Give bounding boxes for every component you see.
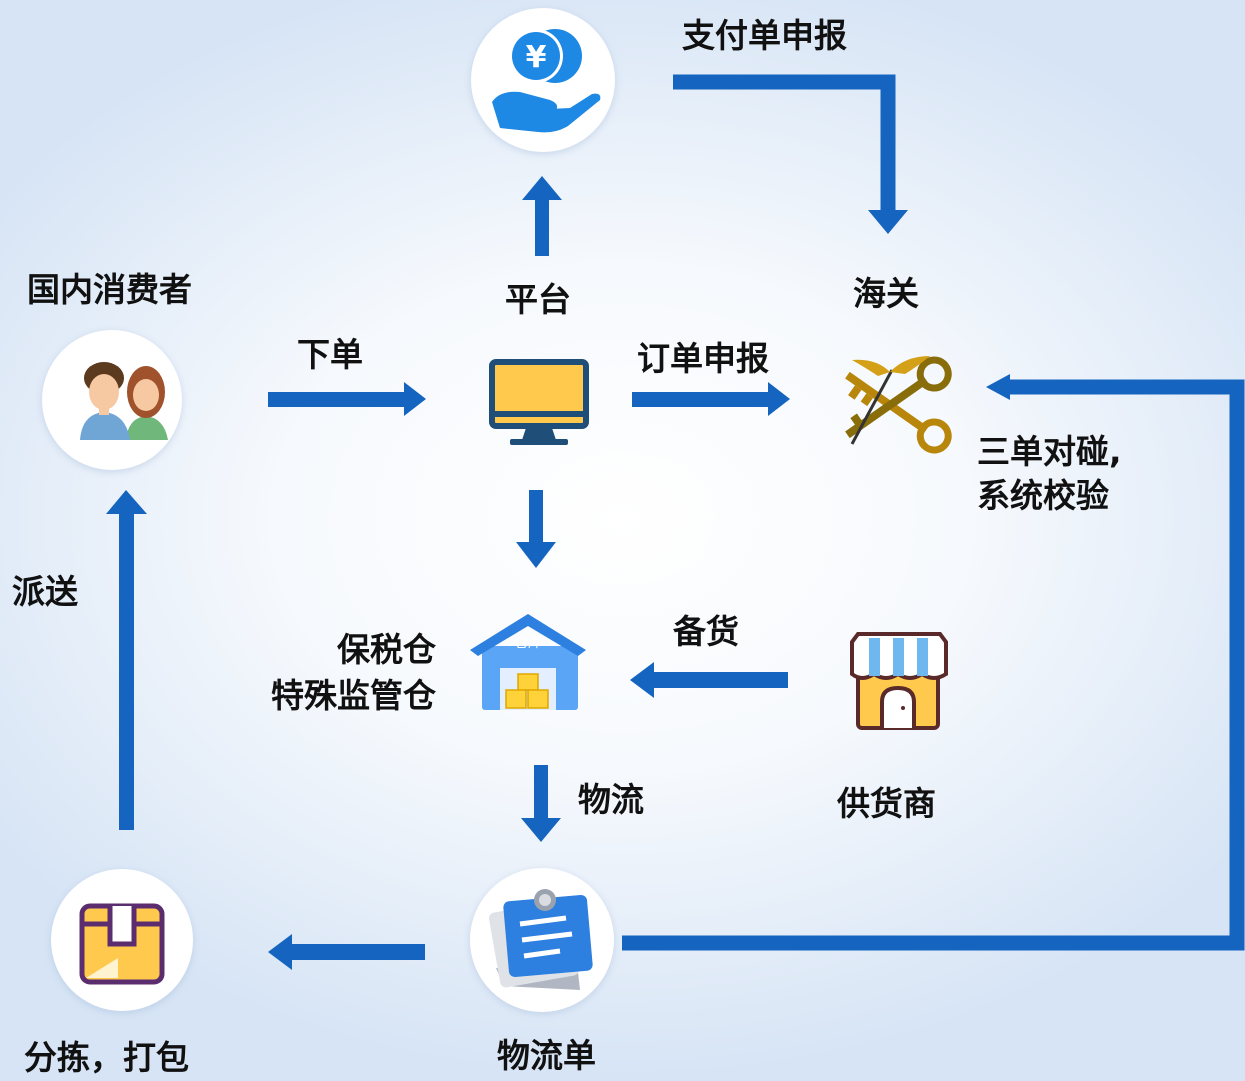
label-three-bill-check-line1: 三单对碰,: [977, 432, 1122, 471]
label-order-declaration: 订单申报: [637, 339, 769, 378]
arrowhead-payment-to-customs: [868, 210, 908, 234]
package-box-icon: [51, 869, 193, 1011]
shop-icon: [850, 632, 948, 730]
customs-emblem-icon: [845, 356, 952, 454]
arrowhead-platform-to-warehouse: [516, 542, 556, 568]
arrow-waybill-to-sorting: [288, 944, 425, 960]
arrow-platform-to-warehouse: [529, 490, 543, 545]
label-three-bill-check-line2: 系统校验: [977, 476, 1109, 515]
label-place-order: 下单: [297, 335, 363, 374]
arrow-place-order: [268, 392, 408, 407]
label-platform: 平台: [505, 280, 571, 319]
label-payment-declaration: 支付单申报: [682, 16, 847, 55]
arrowhead-waybill-to-sorting: [268, 934, 292, 970]
computer-icon: [489, 359, 589, 445]
arrowhead-order-declaration: [768, 382, 790, 416]
label-special-supervision-warehouse: 特殊监管仓: [271, 676, 436, 715]
label-supplier: 供货商: [837, 784, 936, 823]
svg-text:¥: ¥: [526, 40, 547, 75]
payment-icon: ¥: [471, 8, 615, 152]
arrowhead-place-order: [404, 382, 426, 416]
label-waybill: 物流单: [497, 1036, 596, 1075]
arrowhead-dispatch: [106, 490, 147, 514]
arrowhead-logistics: [521, 818, 561, 842]
arrow-dispatch: [119, 512, 134, 830]
arrow-platform-to-payment: [535, 198, 549, 256]
arrow-three-bill-check: [622, 379, 1245, 951]
arrowhead-stock-up: [630, 662, 654, 698]
label-dispatch: 派送: [12, 572, 78, 611]
arrow-stock-up: [650, 672, 788, 688]
warehouse-icon: 仓库: [470, 614, 586, 710]
label-bonded-warehouse: 保税仓: [337, 630, 436, 669]
arrowhead-three-bill-check: [986, 374, 1010, 400]
logistics-note-icon: [470, 868, 614, 1012]
label-sorting-packing: 分拣，打包: [24, 1038, 189, 1077]
arrow-payment-to-customs: [673, 74, 896, 218]
label-consumer: 国内消费者: [27, 270, 192, 309]
arrow-logistics: [534, 765, 548, 820]
label-logistics: 物流: [578, 780, 644, 819]
arrow-order-declaration: [632, 392, 772, 407]
arrowhead-platform-to-payment: [522, 176, 562, 200]
label-customs: 海关: [853, 274, 919, 313]
warehouse-icon-text: 仓库: [514, 635, 542, 651]
label-stock-up: 备货: [673, 612, 739, 651]
people-icon: [42, 330, 182, 470]
